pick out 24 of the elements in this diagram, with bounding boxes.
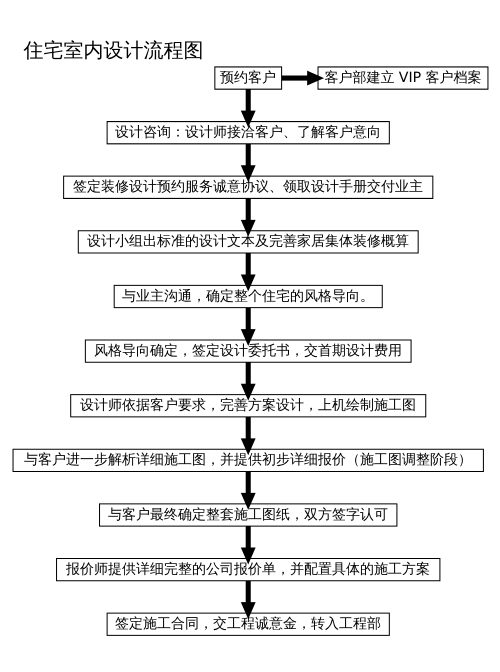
- arrow: [281, 70, 324, 86]
- node-box: 客户部建立 VIP 客户档案: [317, 66, 488, 90]
- arrow: [240, 416, 256, 456]
- arrow: [240, 580, 256, 620]
- arrow: [240, 308, 256, 346]
- arrow: [240, 253, 256, 292]
- node-box: 签定施工合同，交工程诚意金，转入工程部: [106, 612, 390, 636]
- node-box: 预约客户: [214, 66, 282, 90]
- arrow: [240, 472, 256, 510]
- arrow: [240, 198, 256, 237]
- node-box: 与客户进一步解析详细施工图，并提供初步详细报价（施工图调整阶段）: [12, 448, 484, 472]
- node-box: 签定装修设计预约服务诚意协议、领取设计手册交付业主: [62, 176, 433, 199]
- arrow: [240, 89, 256, 128]
- arrow: [240, 362, 256, 401]
- node-box: 设计师依据客户要求，完善方案设计，上机绘制施工图: [70, 394, 426, 418]
- diagram-title: 住宅室内设计流程图: [23, 38, 204, 62]
- node-box: 与业主沟通，确定整个住宅的风格导向。: [113, 284, 382, 308]
- node-box: 与客户最终确定整套施工图纸，双方签字认可: [98, 503, 397, 527]
- node-box: 风格导向确定，签定设计委托书，交首期设计费用: [84, 340, 412, 363]
- node-box: 报价师提供详细完整的公司报价单，并配置具体的施工方案: [56, 558, 440, 582]
- node-box: 设计咨询：设计师接洽客户、了解客户意向: [106, 121, 390, 144]
- arrow: [240, 144, 256, 182]
- node-box: 设计小组出标准的设计文本及完善家居集体装修概算: [77, 230, 418, 254]
- arrow: [240, 526, 256, 564]
